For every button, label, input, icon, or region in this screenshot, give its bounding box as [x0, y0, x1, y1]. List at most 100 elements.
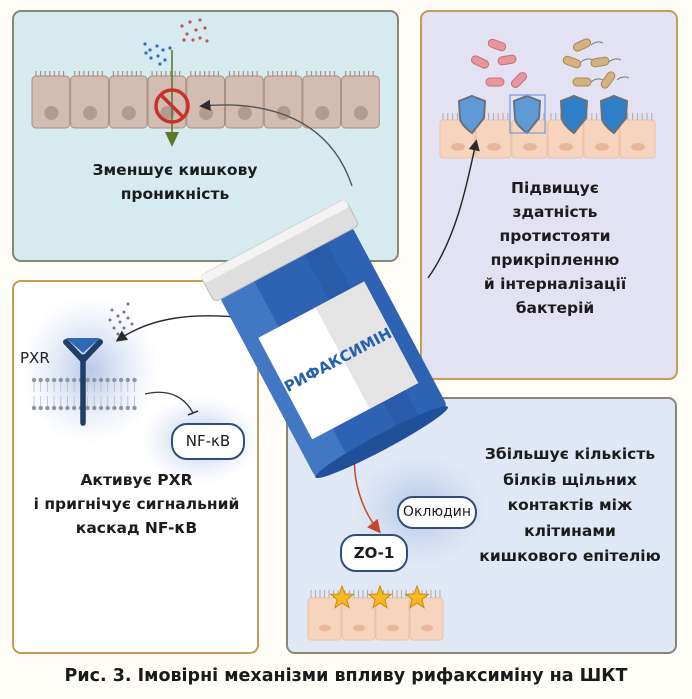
star-icon	[329, 584, 430, 609]
epithelial-cell	[375, 597, 410, 641]
junctions-line-1: Збільшує кількість	[484, 445, 656, 463]
lipid-head	[85, 377, 90, 383]
flagellum	[590, 78, 604, 83]
lipid-head	[38, 405, 43, 411]
pxr-line-2: і пригнічує сигнальний	[33, 495, 240, 513]
pxr-text: Активує PXR і пригнічує сигнальний каска…	[14, 468, 259, 540]
panel-bacteria-resistance	[420, 10, 678, 380]
occludin-pill: Оклюдин	[397, 496, 477, 529]
star	[404, 584, 430, 609]
particle	[198, 18, 202, 22]
epithelial-cell	[475, 119, 512, 159]
ligand-particle	[110, 308, 114, 312]
shield-icon	[457, 94, 629, 135]
epithelial-cell	[302, 75, 342, 129]
epithelium-icon	[307, 590, 444, 641]
cell-nucleus	[523, 143, 537, 151]
ligand-particle	[122, 310, 126, 314]
junctions-text: Збільшує кількість білків щільних контак…	[470, 442, 670, 570]
lipid-head	[45, 405, 50, 411]
cell-nucleus	[451, 143, 465, 151]
bacteria-icon	[470, 38, 630, 89]
pxr-line-1: Активує PXR	[80, 471, 193, 489]
ligand-particle	[126, 302, 130, 306]
flagellum	[590, 41, 604, 46]
epithelium-icon	[31, 71, 380, 129]
epithelial-cell	[341, 75, 380, 129]
lipid-head	[92, 405, 97, 411]
junctions-line-5: кишкового епітелію	[479, 547, 661, 565]
epithelial-cell	[186, 75, 226, 129]
pxr-line-3: каскад NF-κB	[75, 519, 198, 537]
lipid-head	[118, 377, 124, 383]
cell-nucleus	[121, 106, 136, 120]
lipid-head	[98, 405, 104, 411]
receptor-glow	[20, 295, 160, 445]
ligand-particle	[122, 326, 126, 330]
particles-icon	[143, 18, 209, 66]
cell-nucleus	[83, 106, 98, 120]
lipid-head	[65, 405, 70, 411]
epithelial-cell	[70, 75, 109, 129]
particle	[191, 38, 195, 42]
shield	[599, 94, 629, 135]
star	[329, 584, 355, 609]
epithelial-cell	[619, 119, 656, 159]
curved-arrow-to-shield	[427, 139, 480, 279]
receptor-icon	[63, 338, 103, 426]
pxr-receptor-label: PXR	[20, 349, 50, 367]
lipid-head	[85, 405, 90, 411]
cell-nucleus	[353, 624, 365, 632]
lipid-head	[92, 377, 97, 383]
inhibition-arrow-icon	[144, 391, 199, 416]
particle	[155, 44, 159, 48]
particle	[143, 42, 147, 46]
lipid-head	[31, 377, 37, 383]
ligand-particle	[116, 314, 120, 318]
lipid-head	[125, 405, 130, 411]
ligand-particle	[130, 322, 134, 326]
particle	[182, 38, 186, 42]
particle	[185, 32, 189, 36]
epithelial-cell	[108, 75, 148, 129]
zo1-pill: ZO-1	[340, 534, 408, 572]
bacteria-line-6: бактерій	[515, 299, 595, 317]
bacteria-line-5: й інтерналізації	[483, 275, 627, 293]
flagellum	[616, 76, 630, 81]
drug-bottle-icon[interactable]: РИФАКСИМІН	[200, 199, 457, 488]
cell-nucleus	[387, 624, 399, 632]
lipid-head	[51, 377, 57, 383]
ligand-particle	[116, 332, 120, 336]
lipid-head	[72, 377, 77, 383]
lipid-head	[105, 405, 110, 411]
junctions-line-3: контактів між	[507, 496, 633, 514]
star	[367, 584, 393, 609]
particle	[203, 26, 207, 30]
cell-nucleus	[319, 624, 331, 632]
drug-to-receptor-arrow	[115, 315, 247, 342]
bacterium	[487, 38, 507, 52]
cell-nucleus	[595, 143, 609, 151]
particle	[161, 48, 165, 52]
bacterium	[572, 38, 592, 52]
bacterium	[497, 54, 517, 66]
lipid-head	[98, 377, 104, 383]
bacteria-line-4: прикріпленню	[490, 251, 620, 269]
epithelial-cell	[225, 75, 264, 129]
bacterium	[572, 77, 592, 87]
cell-nucleus	[199, 106, 214, 120]
particle	[180, 24, 184, 28]
permeability-line-1: Зменшує кишкову	[92, 161, 258, 179]
lipid-head	[112, 405, 117, 411]
lipid-head	[45, 377, 50, 383]
no-entry-icon	[154, 88, 190, 124]
cell-nucleus	[487, 143, 501, 151]
junctions-line-2: білків щільних	[503, 470, 637, 489]
particle	[188, 20, 192, 24]
ligand-particle	[118, 320, 122, 324]
lipid-head	[125, 377, 130, 383]
cell-nucleus	[160, 106, 175, 120]
figure-caption: Рис. 3. Імовірні механізми впливу рифакс…	[64, 666, 628, 686]
particle	[149, 56, 153, 60]
